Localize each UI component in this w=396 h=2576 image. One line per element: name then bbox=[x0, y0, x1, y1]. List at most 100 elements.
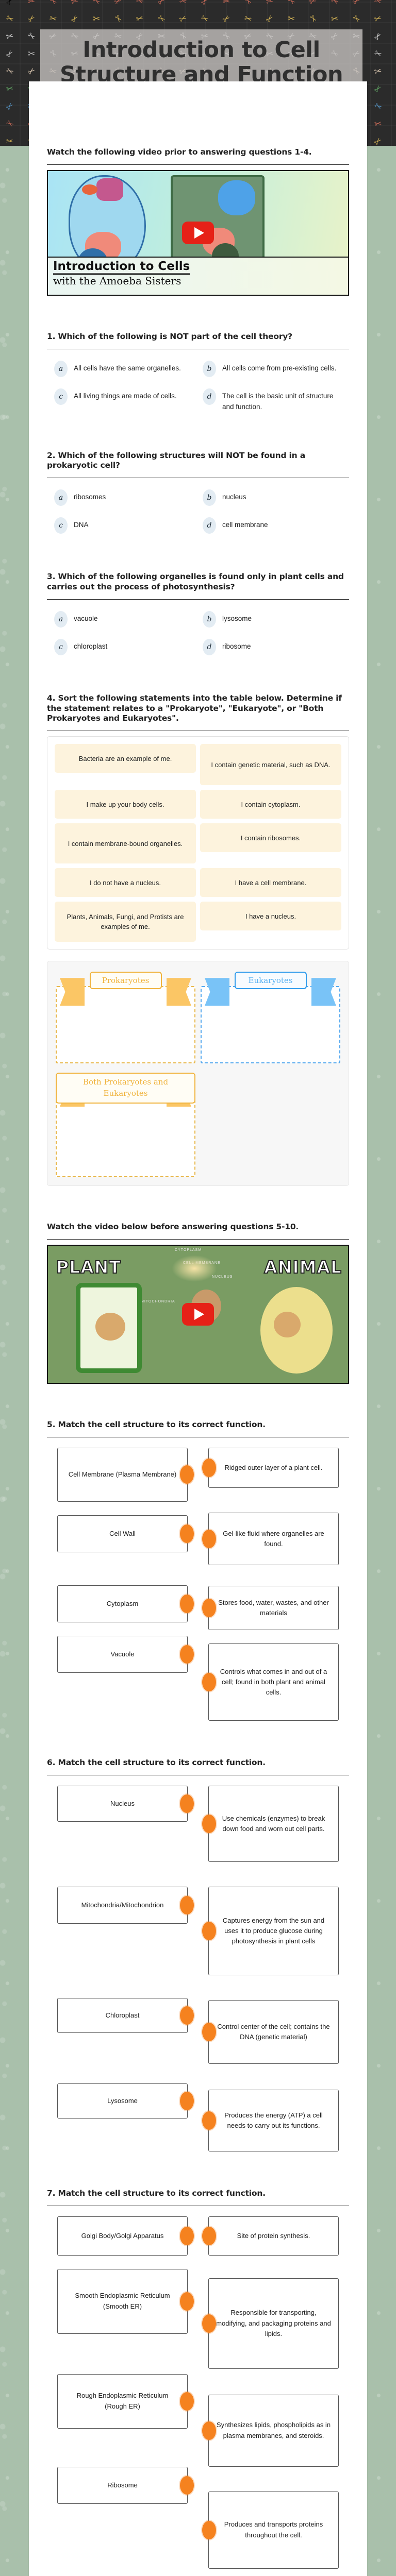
connector-knob-icon[interactable] bbox=[180, 2476, 194, 2495]
sortable-tile[interactable]: Bacteria are an example of me. bbox=[55, 744, 196, 773]
match-definition[interactable]: Synthesizes lipids, phospholipids as in … bbox=[202, 2394, 339, 2467]
sortable-tile[interactable]: I contain ribosomes. bbox=[200, 823, 341, 853]
scissors-icon: ✂ bbox=[91, 0, 103, 7]
choice-key: a bbox=[54, 489, 68, 506]
video-1-thumbnail[interactable]: Introduction to Cells with the Amoeba Si… bbox=[47, 170, 349, 296]
sortable-tile[interactable]: Plants, Animals, Fungi, and Protists are… bbox=[55, 902, 196, 942]
match-term[interactable]: Chloroplast bbox=[57, 1997, 194, 2033]
match-term[interactable]: Nucleus bbox=[57, 1785, 194, 1822]
scissors-icon: ✂ bbox=[69, 13, 81, 24]
dropzone-eukaryotes[interactable]: Eukaryotes bbox=[201, 972, 340, 1064]
match-term[interactable]: Cell Wall bbox=[57, 1515, 194, 1552]
question-6: 6. Match the cell structure to its corre… bbox=[29, 1758, 367, 2165]
connector-knob-icon[interactable] bbox=[202, 1458, 216, 1477]
match-definition[interactable]: Gel-like fluid where organelles are foun… bbox=[202, 1512, 339, 1565]
match-definition[interactable]: Produces the energy (ATP) a cell needs t… bbox=[202, 2089, 339, 2151]
match-left-column: Golgi Body/Golgi Apparatus Smooth Endopl… bbox=[57, 2216, 194, 2576]
match-term[interactable]: Mitochondria/Mitochondrion bbox=[57, 1886, 194, 1924]
connector-knob-icon[interactable] bbox=[202, 1921, 216, 1940]
connector-knob-icon[interactable] bbox=[202, 2226, 216, 2245]
match-definition[interactable]: Produces and transports proteins through… bbox=[202, 2491, 339, 2569]
match-term[interactable]: Golgi Body/Golgi Apparatus bbox=[57, 2216, 194, 2256]
sortable-tile[interactable]: I contain cytoplasm. bbox=[200, 790, 341, 819]
scissors-icon: ✂ bbox=[394, 65, 396, 78]
divider bbox=[47, 599, 349, 600]
match-definition[interactable]: Controls what comes in and out of a cell… bbox=[202, 1643, 339, 1721]
sortable-tile[interactable]: I have a nucleus. bbox=[200, 902, 341, 931]
video-2-thumbnail[interactable]: PLANT ANIMAL CYTOPLASM CELL MEMBRANE NUC… bbox=[47, 1245, 349, 1384]
play-button-icon[interactable] bbox=[182, 1303, 214, 1326]
bucket-banner: Prokaryotes bbox=[56, 972, 195, 1006]
match-definition[interactable]: Use chemicals (enzymes) to break down fo… bbox=[202, 1785, 339, 1862]
match-term[interactable]: Rough Endoplasmic Reticulum (Rough ER) bbox=[57, 2374, 194, 2429]
connector-knob-icon[interactable] bbox=[202, 1672, 216, 1691]
match-definition-label: Responsible for transporting, modifying,… bbox=[216, 2309, 331, 2337]
match-definition[interactable]: Stores food, water, wastes, and other ma… bbox=[202, 1585, 339, 1630]
scissors-icon: ✂ bbox=[93, 14, 101, 24]
connector-knob-icon[interactable] bbox=[202, 2520, 216, 2539]
match-definition[interactable]: Responsible for transporting, modifying,… bbox=[202, 2278, 339, 2369]
match-right-column: Ridged outer layer of a plant cell. Gel-… bbox=[202, 1447, 339, 1734]
question-4-dropzones: Prokaryotes Eukaryotes Both Prokar bbox=[47, 961, 349, 1187]
match-term[interactable]: Vacuole bbox=[57, 1635, 194, 1673]
connector-knob-icon[interactable] bbox=[202, 2022, 216, 2041]
connector-knob-icon[interactable] bbox=[202, 2111, 216, 2130]
connector-knob-icon[interactable] bbox=[180, 1895, 194, 1914]
sortable-tile[interactable]: I contain genetic material, such as DNA. bbox=[200, 744, 341, 786]
choice-key: d bbox=[203, 388, 216, 405]
choice-key: d bbox=[203, 638, 216, 655]
match-definition[interactable]: Ridged outer layer of a plant cell. bbox=[202, 1447, 339, 1488]
dropzone-prokaryotes[interactable]: Prokaryotes bbox=[56, 972, 195, 1064]
connector-knob-icon[interactable] bbox=[180, 2006, 194, 2025]
connector-knob-icon[interactable] bbox=[180, 1794, 194, 1813]
match-term[interactable]: Lysosome bbox=[57, 2083, 194, 2119]
question-4: 4. Sort the following statements into th… bbox=[29, 693, 367, 1187]
scissors-icon: ✂ bbox=[5, 83, 14, 94]
match-definition[interactable]: Site of protein synthesis. bbox=[202, 2216, 339, 2256]
match-definition-label: Site of protein synthesis. bbox=[237, 2231, 310, 2240]
play-button-icon[interactable] bbox=[182, 221, 214, 244]
match-definition[interactable]: Control center of the cell; contains the… bbox=[202, 1999, 339, 2064]
connector-knob-icon[interactable] bbox=[202, 2421, 216, 2440]
connector-knob-icon[interactable] bbox=[202, 1529, 216, 1548]
connector-knob-icon[interactable] bbox=[180, 1524, 194, 1543]
scissors-icon: ✂ bbox=[373, 66, 383, 77]
match-term[interactable]: Smooth Endoplasmic Reticulum (Smooth ER) bbox=[57, 2268, 194, 2334]
connector-knob-icon[interactable] bbox=[180, 1465, 194, 1484]
sortable-tile[interactable]: I make up your body cells. bbox=[55, 790, 196, 819]
connector-knob-icon[interactable] bbox=[180, 2226, 194, 2245]
connector-knob-icon[interactable] bbox=[180, 2091, 194, 2110]
question-3-title: 3. Which of the following organelles is … bbox=[47, 572, 344, 591]
connector-knob-icon[interactable] bbox=[202, 2314, 216, 2333]
scissors-icon: ✂ bbox=[199, 0, 211, 7]
connector-knob-icon[interactable] bbox=[180, 2392, 194, 2411]
match-term[interactable]: Ribosome bbox=[57, 2466, 194, 2504]
dropzone-both[interactable]: Both Prokaryotes and Eukaryotes bbox=[56, 1073, 195, 1178]
connector-knob-icon[interactable] bbox=[202, 1814, 216, 1833]
sortable-tile[interactable]: I contain membrane-bound organelles. bbox=[55, 823, 196, 864]
connector-knob-icon[interactable] bbox=[202, 1598, 216, 1617]
connector-knob-icon[interactable] bbox=[180, 2292, 194, 2311]
sortable-tile[interactable]: I have a cell membrane. bbox=[200, 868, 341, 897]
question-7-title: 7. Match the cell structure to its corre… bbox=[47, 2188, 266, 2198]
match-term[interactable]: Cell Membrane (Plasma Membrane) bbox=[57, 1447, 194, 1502]
match-definition[interactable]: Captures energy from the sun and uses it… bbox=[202, 1886, 339, 1975]
question-7: 7. Match the cell structure to its corre… bbox=[29, 2189, 367, 2576]
sortable-tile[interactable]: I do not have a nucleus. bbox=[55, 868, 196, 897]
connector-knob-icon[interactable] bbox=[180, 1645, 194, 1664]
match-term[interactable]: Cytoplasm bbox=[57, 1585, 194, 1622]
golgi-shape bbox=[96, 178, 123, 201]
connector-knob-icon[interactable] bbox=[180, 1594, 194, 1613]
